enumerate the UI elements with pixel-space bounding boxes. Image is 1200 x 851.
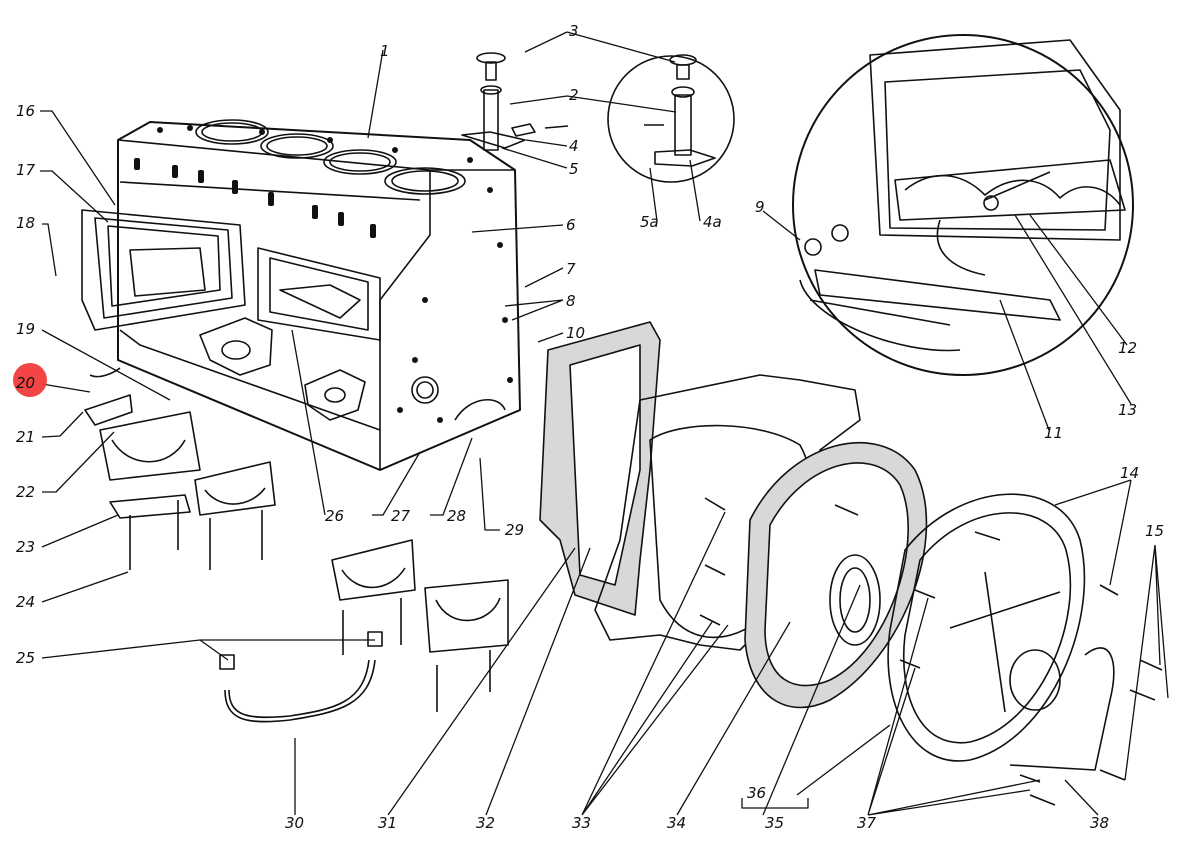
highlight-marker [13, 363, 47, 397]
label-22: 22 [16, 483, 36, 501]
label-3: 3 [569, 22, 579, 40]
oil-pipe [219, 631, 383, 723]
label-32: 32 [476, 814, 496, 832]
label-27: 27 [391, 507, 411, 525]
detail-circle-oil-filler [607, 54, 735, 183]
label-36: 36 [747, 784, 767, 802]
label-10: 10 [566, 324, 586, 342]
label-2: 2 [569, 86, 579, 104]
bolts [699, 497, 1163, 806]
rear-cover [887, 493, 1115, 771]
label-30: 30 [285, 814, 305, 832]
label-15: 15 [1145, 522, 1165, 540]
label-1: 1 [380, 42, 390, 60]
label-13: 13 [1118, 401, 1138, 419]
label-16: 16 [16, 102, 36, 120]
label-6: 6 [566, 216, 576, 234]
flywheel-housing-gasket [539, 321, 661, 616]
engine-block [81, 119, 521, 471]
label-24: 24 [16, 593, 36, 611]
oil-filler-assembly [461, 52, 569, 151]
label-23: 23 [16, 538, 36, 556]
rear-cover-gasket [744, 441, 928, 709]
label-29: 29 [505, 521, 525, 539]
label-7: 7 [566, 260, 576, 278]
label-21: 21 [16, 428, 36, 446]
label-4a: 4a [703, 213, 722, 231]
label-5a: 5a [640, 213, 659, 231]
label-26: 26 [325, 507, 345, 525]
label-19: 19 [16, 320, 36, 338]
label-4: 4 [569, 137, 579, 155]
label-31: 31 [378, 814, 398, 832]
main-bearing-caps [84, 367, 509, 712]
label-9: 9 [755, 198, 765, 216]
label-33: 33 [572, 814, 592, 832]
label-5: 5 [569, 160, 579, 178]
label-28: 28 [447, 507, 467, 525]
label-11: 11 [1044, 424, 1064, 442]
leader-lines [40, 31, 1169, 816]
label-18: 18 [16, 214, 36, 232]
label-34: 34 [667, 814, 687, 832]
label-20: 20 [16, 374, 36, 392]
label-25: 25 [16, 649, 36, 667]
label-38: 38 [1090, 814, 1110, 832]
label-35: 35 [765, 814, 785, 832]
label-17: 17 [16, 161, 36, 179]
label-37: 37 [857, 814, 877, 832]
label-14: 14 [1120, 464, 1140, 482]
detail-circle-oil-strainer [792, 34, 1134, 376]
label-8: 8 [566, 292, 576, 310]
label-12: 12 [1118, 339, 1138, 357]
